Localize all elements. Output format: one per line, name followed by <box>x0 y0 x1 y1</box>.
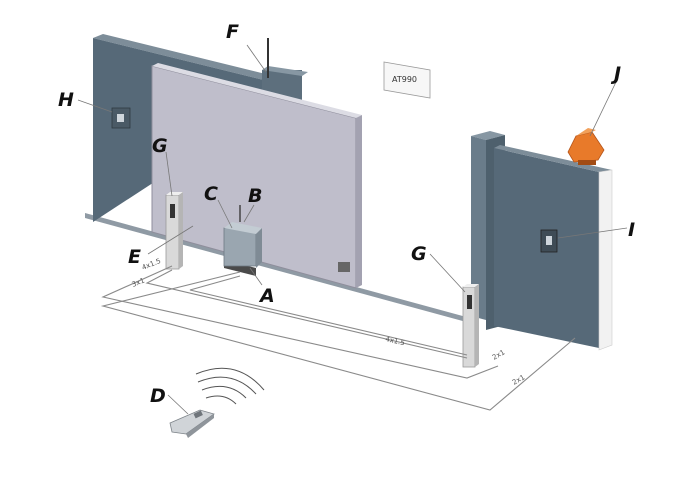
dimension-label: 3x1 <box>131 277 146 289</box>
leader-i <box>557 227 628 239</box>
left-wall-top <box>93 34 290 84</box>
ground-wiring <box>100 265 576 411</box>
dimension-label: 4x1.5 <box>141 257 162 272</box>
right-pillar-face <box>471 136 486 320</box>
motor-housing-top <box>224 222 262 234</box>
callout-f: F <box>226 21 239 43</box>
photocell-post-left <box>165 192 183 270</box>
leader-b <box>243 204 255 223</box>
leader-a <box>249 267 263 286</box>
motor-housing-side <box>256 228 262 268</box>
callout-a: A <box>258 285 275 307</box>
callout-g-left: G <box>152 135 168 157</box>
leader-c <box>217 199 233 229</box>
wall-device-h <box>111 107 131 129</box>
sign-text: AT990 <box>392 75 417 84</box>
leader-e <box>147 225 194 255</box>
callout-j: J <box>610 63 621 85</box>
callout-h: H <box>58 89 74 111</box>
callout-g-right: G <box>411 243 427 265</box>
gate-panel-edge <box>356 115 362 288</box>
callout-c: C <box>204 183 218 205</box>
gate-stopper <box>338 262 350 272</box>
photocell-post-right <box>462 284 479 368</box>
leader-j <box>589 81 617 137</box>
dimension-label: 2x1 <box>491 348 506 361</box>
gate-panel-top <box>152 63 362 118</box>
right-wall-top <box>494 145 612 172</box>
motor-housing <box>223 227 257 267</box>
callout-d: D <box>150 385 166 407</box>
leader-lines <box>77 44 628 415</box>
right-pillar-top <box>471 131 505 140</box>
key-selector-i <box>540 229 558 253</box>
leader-d <box>167 394 189 415</box>
signal-waves-icon <box>195 367 265 405</box>
dimension-label: 4x1.5 <box>385 335 406 347</box>
sliding-gate <box>151 63 362 289</box>
flashing-lamp-j <box>567 128 605 165</box>
leader-h <box>77 99 113 113</box>
dimension-label: 2x1 <box>511 373 526 386</box>
callout-b: B <box>248 185 262 207</box>
leader-f <box>246 44 267 73</box>
right-wall <box>471 131 613 351</box>
remote-control-icon <box>169 409 215 438</box>
gate-motor <box>223 205 262 276</box>
callout-i: I <box>628 219 635 241</box>
callout-e: E <box>128 246 141 268</box>
right-wall-end <box>598 169 613 351</box>
leader-g1 <box>165 151 173 197</box>
leader-g2 <box>429 253 466 293</box>
model-sign: AT990 <box>383 61 431 99</box>
